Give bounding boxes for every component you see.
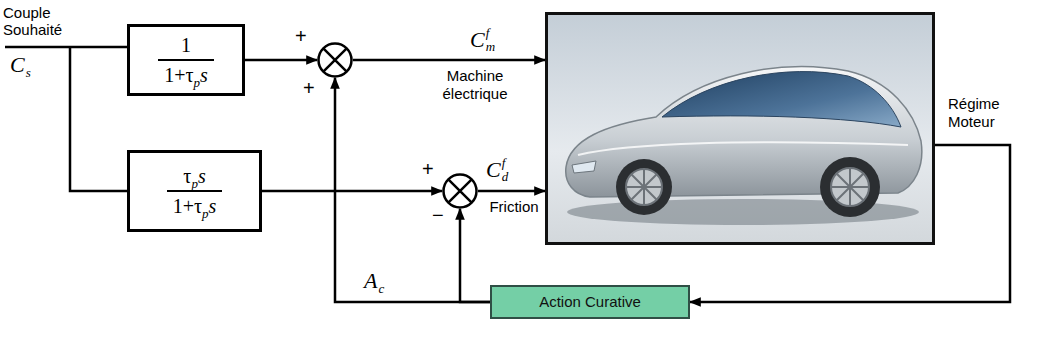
signal-connector	[460, 209, 490, 302]
signal-name: Cfm	[470, 26, 495, 53]
signal-symbol: C	[486, 159, 501, 181]
subscript: d	[502, 170, 509, 184]
subscript-symbol: p	[194, 76, 201, 90]
input-wire	[5, 46, 127, 49]
car-canopy	[662, 72, 901, 127]
rear-spokes	[831, 168, 869, 206]
formula-symbol: 1+τ	[164, 64, 193, 86]
car-body	[566, 67, 922, 197]
formula-symbol: 1	[181, 34, 191, 56]
box-label: Action Curative	[539, 293, 641, 311]
numerator: 1	[181, 34, 191, 56]
superscript: f	[486, 26, 495, 40]
superscript: f	[502, 156, 509, 170]
photo-background	[548, 15, 932, 242]
process-box: Action Curative	[490, 285, 690, 319]
output-label: Régime Moteur	[948, 95, 1018, 131]
summing-junction: +−	[442, 173, 478, 209]
sign-label: +	[295, 26, 307, 46]
signal-connector	[478, 190, 545, 193]
front-rim	[626, 169, 662, 205]
input-branch-wire	[70, 47, 127, 191]
fraction-bar	[158, 59, 214, 61]
summing-junction: ++	[317, 42, 353, 78]
body-highlight	[578, 142, 908, 155]
signal-name: Cfd	[486, 156, 508, 183]
signal-name: Cs	[10, 54, 31, 76]
signal-connector	[690, 145, 1010, 302]
formula-symbol: s	[198, 165, 206, 187]
front-spokes	[626, 169, 662, 205]
vehicle-picture-box: Régime Moteur	[545, 12, 935, 245]
index-stack: fm	[486, 26, 495, 53]
signal-connector	[262, 190, 442, 193]
summing-symbol	[317, 42, 353, 78]
fraction: 1 1+τps	[164, 34, 208, 86]
subscript: c	[378, 282, 384, 295]
transfer-function-box: τps1+τps	[127, 150, 262, 232]
rear-wheel	[820, 157, 880, 217]
junction-cross	[448, 179, 471, 202]
junction-circle	[444, 175, 477, 208]
sign-label: −	[432, 205, 444, 225]
car-illustration	[548, 15, 932, 242]
numerator: τps	[183, 165, 205, 187]
denominator: 1+τps	[164, 64, 208, 86]
formula-symbol: s	[209, 195, 217, 217]
sign-label: +	[303, 78, 315, 98]
junction-circle	[319, 44, 352, 77]
formula-symbol: s	[200, 64, 208, 86]
sign-label: +	[422, 159, 434, 179]
rear-rim	[831, 168, 869, 206]
subscript: m	[486, 40, 495, 54]
formula-symbol: τ	[183, 165, 191, 187]
signal-symbol: C	[470, 29, 485, 51]
subscript: s	[26, 66, 31, 79]
edge-label: Machine électrique	[425, 67, 525, 103]
input-label: Couple Souhaité	[3, 4, 85, 38]
fraction: τps1+τps	[173, 165, 217, 217]
front-wheel	[616, 159, 672, 215]
signal-name: Ac	[364, 270, 384, 292]
signal-connector	[335, 78, 490, 302]
index-stack: fd	[502, 156, 509, 183]
junction-cross	[323, 48, 346, 71]
headlight	[572, 161, 596, 173]
summing-symbol	[442, 173, 478, 209]
signal-connector	[353, 59, 545, 62]
signal-connector	[245, 59, 317, 62]
edge-label: Friction	[482, 198, 546, 216]
input-label: Couple Souhaité	[3, 4, 85, 38]
signal-symbol: A	[364, 270, 377, 292]
transfer-function-box: 1 1+τps	[127, 24, 245, 96]
subscript-symbol: p	[191, 177, 198, 191]
denominator: 1+τps	[173, 195, 217, 217]
signal-symbol: C	[10, 54, 25, 76]
formula-symbol: 1+τ	[173, 195, 202, 217]
car-shadow	[567, 199, 919, 225]
subscript-symbol: p	[202, 207, 209, 221]
